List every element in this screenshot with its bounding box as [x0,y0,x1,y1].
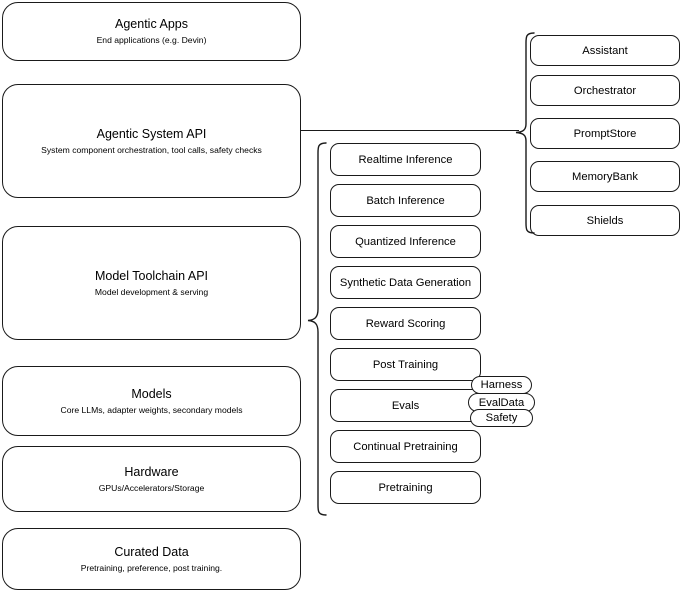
pill-label: Safety [485,412,518,424]
layer-title: Hardware [124,464,179,479]
layer-title: Agentic System API [96,126,207,141]
capability-quantized-inference[interactable]: Quantized Inference [330,225,481,258]
component-shields[interactable]: Shields [530,205,680,236]
component-label: PromptStore [573,127,637,140]
layer-agentic-system-api[interactable]: Agentic System API System component orch… [2,84,301,198]
layer-title: Agentic Apps [115,17,188,31]
layer-subtitle: Core LLMs, adapter weights, secondary mo… [60,404,243,415]
capability-label: Quantized Inference [355,235,456,248]
layer-subtitle: System component orchestration, tool cal… [41,144,262,155]
capability-reward-scoring[interactable]: Reward Scoring [330,307,481,340]
capability-continual-pretraining[interactable]: Continual Pretraining [330,430,481,463]
capability-evals[interactable]: Evals [330,389,481,422]
capability-label: Pretraining [378,481,433,494]
capability-label: Realtime Inference [358,153,453,166]
capability-realtime-inference[interactable]: Realtime Inference [330,143,481,176]
layer-hardware[interactable]: Hardware GPUs/Accelerators/Storage [2,446,301,512]
capability-post-training[interactable]: Post Training [330,348,481,381]
brace-model-toolchain [305,141,327,517]
layer-model-toolchain-api[interactable]: Model Toolchain API Model development & … [2,226,301,340]
capability-synthetic-data-generation[interactable]: Synthetic Data Generation [330,266,481,299]
brace-system-components [513,31,535,235]
pill-label: EvalData [478,396,525,409]
pill-label: Harness [480,379,523,391]
component-memorybank[interactable]: MemoryBank [530,161,680,192]
component-assistant[interactable]: Assistant [530,35,680,66]
capability-pretraining[interactable]: Pretraining [330,471,481,504]
component-promptstore[interactable]: PromptStore [530,118,680,149]
connector-agentic-system-api-to-components [301,130,519,132]
layer-title: Curated Data [114,544,189,559]
layer-title: Model Toolchain API [94,268,209,283]
layer-agentic-apps[interactable]: Agentic Apps End applications (e.g. Devi… [2,2,301,61]
layer-subtitle: Model development & serving [94,286,209,297]
capability-label: Synthetic Data Generation [339,276,472,289]
capability-label: Evals [391,399,420,412]
layer-title: Models [131,386,172,401]
layer-subtitle: GPUs/Accelerators/Storage [98,482,205,493]
capability-label: Reward Scoring [365,317,446,330]
layer-subtitle: End applications (e.g. Devin) [96,35,207,45]
eval-subcomponent-harness[interactable]: Harness [471,376,532,394]
component-label: Shields [586,214,624,227]
layer-curated-data[interactable]: Curated Data Pretraining, preference, po… [2,528,301,590]
component-label: Assistant [582,44,628,57]
layer-subtitle: Pretraining, preference, post training. [80,562,223,573]
component-label: MemoryBank [572,170,638,183]
capability-label: Post Training [372,358,439,371]
component-label: Orchestrator [573,84,637,97]
layer-models[interactable]: Models Core LLMs, adapter weights, secon… [2,366,301,436]
eval-subcomponent-safety[interactable]: Safety [470,409,533,427]
component-orchestrator[interactable]: Orchestrator [530,75,680,106]
capability-label: Batch Inference [366,194,445,207]
capability-label: Continual Pretraining [353,440,458,453]
capability-batch-inference[interactable]: Batch Inference [330,184,481,217]
